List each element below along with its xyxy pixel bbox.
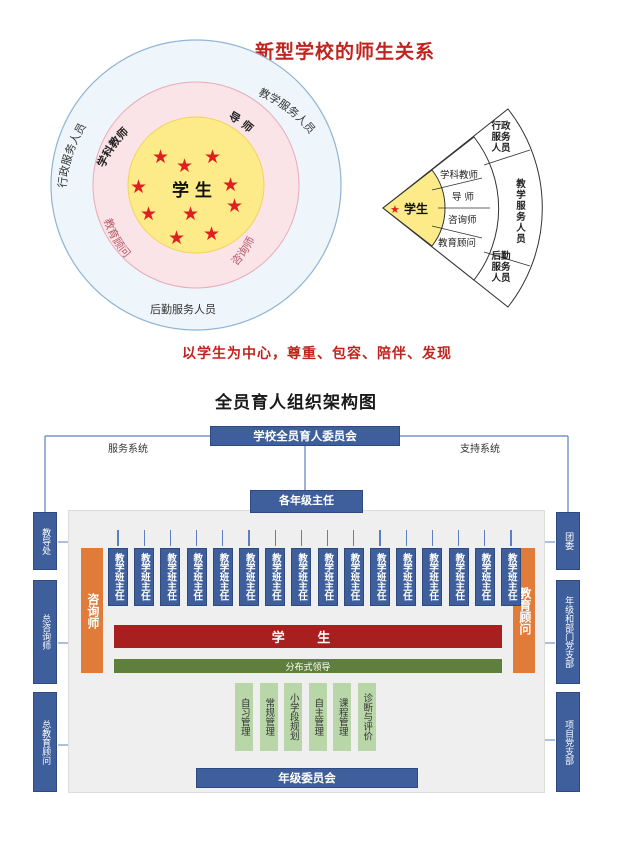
- class-connector-arrow: [353, 530, 355, 546]
- class-teacher-box: 教学班主任: [265, 548, 286, 606]
- fan-inner-label: 教育顾问: [438, 237, 476, 249]
- class-connector-arrow: [431, 530, 433, 546]
- star-icon: ★: [140, 203, 157, 225]
- class-teacher-box: 教学班主任: [186, 548, 207, 606]
- class-connector-arrow: [196, 530, 198, 546]
- star-icon: ★: [182, 203, 199, 225]
- class-teacher-box: 教学班主任: [291, 548, 312, 606]
- class-connector-arrow: [379, 530, 381, 546]
- grade-committee-box: 年级委员会: [196, 768, 418, 788]
- management-box: 自习管理: [235, 683, 253, 751]
- fan-inner-label: 学科教师: [440, 169, 478, 181]
- star-icon: ★: [152, 146, 169, 168]
- consultant-box: 咨询师: [81, 548, 103, 673]
- left-box-chief-counselor: 总咨询师: [33, 580, 57, 684]
- star-icon: ★: [176, 155, 193, 177]
- class-connector-arrow: [300, 530, 302, 546]
- center-student-label: 学 生: [172, 180, 212, 201]
- star-icon: ★: [222, 174, 239, 196]
- class-teacher-box: 教学班主任: [160, 548, 181, 606]
- class-teacher-box: 教学班主任: [448, 548, 469, 606]
- fan-outer-label-admin: 行政服务人员: [491, 121, 511, 154]
- star-icon: ★: [130, 176, 147, 198]
- fan-star-icon: ★: [390, 203, 400, 216]
- right-box-party-branch: 年级和部门党支部: [556, 580, 580, 684]
- class-teacher-box: 教学班主任: [134, 548, 155, 606]
- distributed-leadership-bar: 分布式领导: [114, 659, 502, 673]
- class-teacher-box: 教学班主任: [108, 548, 128, 606]
- fan-outer-label-teaching: 教学服务人员: [516, 179, 526, 245]
- class-connector-arrow: [222, 530, 224, 546]
- grade-directors-box: 各年级主任: [250, 490, 363, 513]
- school-committee-box: 学校全员育人委员会: [210, 426, 400, 446]
- star-icon: ★: [203, 223, 220, 245]
- class-teacher-box: 教学班主任: [239, 548, 259, 606]
- management-box: 常规管理: [259, 683, 278, 751]
- class-teacher-box: 教学班主任: [422, 548, 443, 606]
- org-title: 全员育人组织架构图: [215, 393, 377, 413]
- class-teacher-box: 教学班主任: [317, 548, 338, 606]
- class-connector-arrow: [484, 530, 486, 546]
- class-connector-arrow: [274, 530, 276, 546]
- service-system-label: 服务系统: [108, 444, 148, 455]
- class-connector-arrow: [405, 530, 407, 546]
- right-box-youth-league: 团委: [556, 512, 580, 570]
- class-connector-arrow: [143, 530, 145, 546]
- management-box: 小学段规划: [284, 683, 302, 751]
- fan-inner-label: 咨询师: [448, 214, 477, 226]
- class-teacher-box: 教学班主任: [370, 548, 390, 606]
- management-box: 课程管理: [333, 683, 351, 751]
- student-bar: 学 生: [114, 625, 502, 648]
- support-system-label: 支持系统: [460, 444, 500, 455]
- class-teacher-box: 教学班主任: [501, 548, 521, 606]
- class-connector-arrow: [458, 530, 460, 546]
- star-icon: ★: [168, 227, 185, 249]
- class-teacher-box: 教学班主任: [212, 548, 233, 606]
- relationship-title: 新型学校的师生关系: [255, 41, 436, 63]
- star-icon: ★: [204, 146, 221, 168]
- slogan: 以学生为中心，尊重、包容、陪伴、发现: [182, 346, 452, 362]
- right-box-project-party-branch: 项目党支部: [556, 692, 580, 792]
- class-teacher-box: 教学班主任: [474, 548, 495, 606]
- fan-inner-label: 导 师: [452, 191, 474, 203]
- class-connector-arrow: [117, 530, 119, 546]
- star-icon: ★: [226, 195, 243, 217]
- left-box-academic-office: 教导处: [33, 512, 57, 570]
- class-connector-arrow: [510, 530, 512, 546]
- management-box: 自主管理: [308, 683, 327, 751]
- class-connector-arrow: [169, 530, 171, 546]
- fan-center-label: 学生: [404, 201, 428, 216]
- class-connector-arrow: [248, 530, 250, 546]
- class-connector-arrow: [327, 530, 329, 546]
- class-teacher-box: 教学班主任: [343, 548, 364, 606]
- left-box-chief-advisor: 总教育顾问: [33, 692, 57, 792]
- class-teacher-box: 教学班主任: [396, 548, 417, 606]
- management-box: 诊断与评价: [357, 683, 376, 751]
- relationship-circle-diagram: 行政服务人员 教学服务人员 后勤服务人员 学科教师 导 师 教育顾问 咨询师 ★…: [50, 39, 543, 331]
- fan-outer-label-logistics: 后勤服务人员: [491, 251, 511, 284]
- outer-label-logistics: 后勤服务人员: [150, 303, 216, 316]
- center-circle: [127, 116, 265, 254]
